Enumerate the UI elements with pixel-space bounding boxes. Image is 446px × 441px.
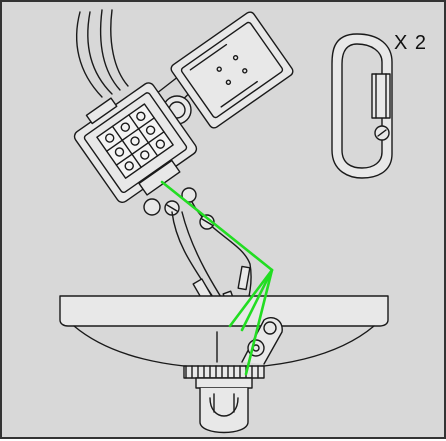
earth-wire [160, 180, 274, 376]
cable-clamp-screws [143, 187, 197, 216]
terminal-box-lid [170, 11, 294, 129]
terminal-block-housing [73, 82, 198, 204]
supply-cables [75, 9, 129, 98]
lamp-holder [183, 365, 265, 434]
ceiling-canopy [59, 295, 389, 369]
quick-link [331, 33, 393, 179]
quantity-callout: X 2 [394, 32, 428, 54]
